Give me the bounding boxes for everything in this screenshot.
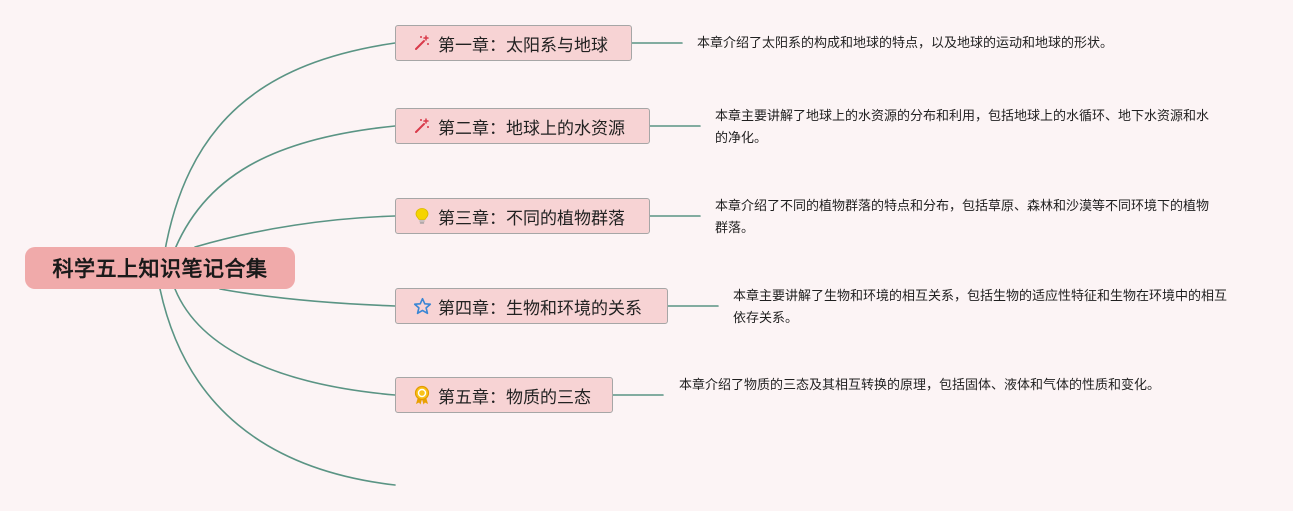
chapter-topic-4[interactable]: 第四章：生物和环境的关系 (395, 288, 668, 324)
root-topic-title: 科学五上知识笔记合集 (52, 257, 268, 281)
chapter-title-2: 第二章：地球上的水资源 (438, 118, 625, 139)
branch-line-4 (219, 288, 396, 307)
branch-line-6 (159, 288, 396, 486)
magic-wand-icon (412, 33, 432, 53)
branch-line-3 (194, 215, 396, 248)
chapter-description-5: 本章介绍了物质的三态及其相互转换的原理，包括固体、液体和气体的性质和变化。 (679, 378, 1161, 393)
branch-line-1 (162, 42, 396, 263)
chapter-description-1: 本章介绍了太阳系的构成和地球的特点，以及地球的运动和地球的形状。 (697, 36, 1114, 51)
chapter-description-3: 本章介绍了不同的植物群落的特点和分布，包括草原、森林和沙漠等不同环境下的植物群落… (715, 199, 1210, 236)
chapter-description-2: 本章主要讲解了地球上的水资源的分布和利用，包括地球上的水循环、地下水资源和水的净… (715, 109, 1210, 146)
star-icon (412, 296, 432, 316)
branch-line-5 (174, 288, 396, 396)
root-topic[interactable]: 科学五上知识笔记合集 (25, 247, 295, 289)
chapter-description-4: 本章主要讲解了生物和环境的相互关系，包括生物的适应性特征和生物在环境中的相互依存… (733, 289, 1228, 326)
chapter-topic-2[interactable]: 第二章：地球上的水资源 (395, 108, 650, 144)
chapter-topic-5[interactable]: 第五章：物质的三态 (395, 377, 613, 413)
lightbulb-icon (412, 206, 432, 226)
chapter-topic-1[interactable]: 第一章：太阳系与地球 (395, 25, 632, 61)
chapter-title-5: 第五章：物质的三态 (438, 387, 591, 408)
branch-line-2 (169, 125, 396, 263)
chapter-topic-3[interactable]: 第三章：不同的植物群落 (395, 198, 650, 234)
award-medal-icon (412, 385, 432, 405)
chapter-title-4: 第四章：生物和环境的关系 (438, 298, 642, 319)
magic-wand-icon (412, 116, 432, 136)
chapter-title-1: 第一章：太阳系与地球 (438, 35, 608, 56)
chapter-title-3: 第三章：不同的植物群落 (438, 208, 625, 229)
